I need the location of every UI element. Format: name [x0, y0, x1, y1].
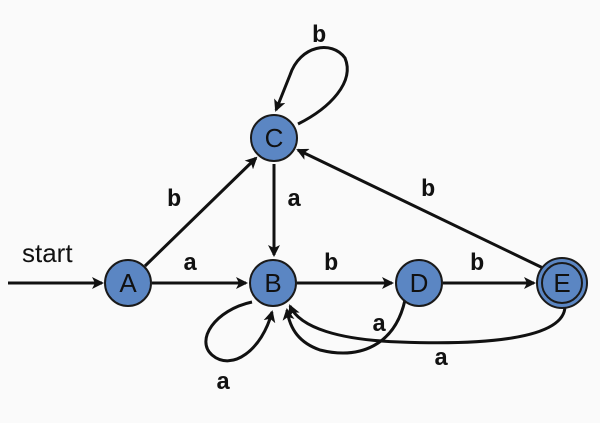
- state-d: D: [395, 259, 443, 307]
- state-b: B: [249, 259, 297, 307]
- transition-b-self-loop-label: a: [216, 370, 230, 397]
- state-b-label: B: [264, 268, 281, 298]
- state-a-label: A: [119, 268, 137, 298]
- state-c-label: C: [265, 123, 284, 153]
- state-d-label: D: [410, 268, 429, 298]
- transition-e-to-c-label: b: [421, 177, 435, 204]
- transition-a-to-c-label: b: [167, 187, 181, 214]
- state-a: A: [104, 259, 152, 307]
- start-label: start: [22, 238, 73, 268]
- transition-d-to-b-label: a: [372, 312, 386, 339]
- transition-a-to-b-label: a: [183, 251, 197, 278]
- transition-b-self-loop: [204, 300, 276, 363]
- transition-b-to-d-label: b: [324, 251, 338, 278]
- transition-a-to-c: [143, 156, 258, 268]
- transition-e-to-b: [288, 304, 567, 345]
- transition-c-to-b-label: a: [287, 187, 301, 214]
- state-c: C: [250, 114, 298, 162]
- transition-e-to-b-label: a: [434, 346, 448, 373]
- state-e-label: E: [553, 268, 570, 298]
- state-e-accepting: E: [536, 257, 588, 309]
- transition-d-to-b: [282, 299, 407, 355]
- transition-d-to-e-label: b: [470, 251, 484, 278]
- transition-e-to-c: [296, 148, 544, 270]
- transition-c-self-loop: [274, 46, 349, 126]
- transition-c-self-loop-label: b: [312, 23, 326, 50]
